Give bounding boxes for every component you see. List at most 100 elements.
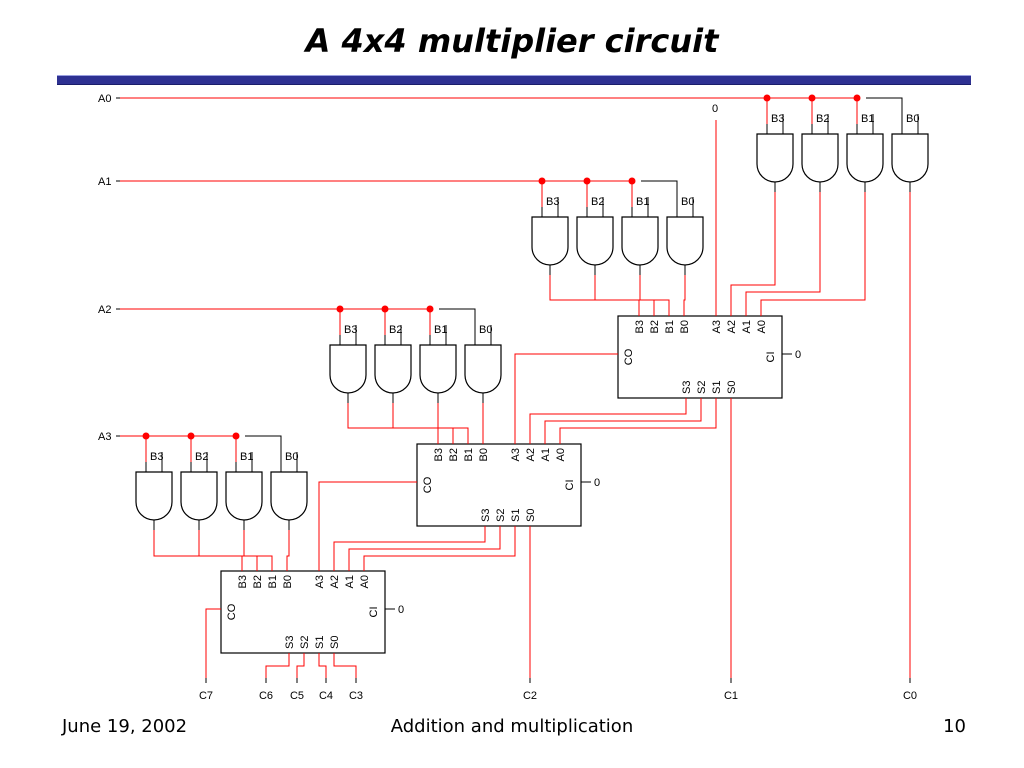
adder-pin-b3: B3	[634, 320, 646, 333]
adder-pin-b2: B2	[448, 448, 460, 461]
pp-wire	[594, 275, 655, 316]
input-label-a2: A2	[98, 304, 111, 316]
gate-label-b0: B0	[906, 113, 919, 125]
adder-pin-a2: A2	[329, 575, 341, 588]
ci-zero-label: 0	[594, 477, 600, 489]
adder-pin-b3: B3	[433, 448, 445, 461]
adder-block-3	[220, 570, 386, 654]
adder-block-1	[617, 315, 783, 399]
adder-pin-b0: B0	[478, 448, 490, 461]
adder-pin-a1: A1	[540, 448, 552, 461]
sum-wire	[559, 398, 717, 444]
and-gate	[225, 471, 263, 521]
gate-label-b0: B0	[681, 196, 694, 208]
output-label-c7: C7	[199, 690, 213, 702]
and-gate	[531, 216, 569, 266]
junction-dot	[336, 305, 344, 313]
adder-block-2	[416, 443, 582, 527]
junction-dot	[628, 177, 636, 185]
and-gate	[180, 471, 218, 521]
gate-a-input	[439, 308, 476, 335]
adder-pin-s1: S1	[711, 381, 723, 394]
and-gate	[329, 344, 367, 394]
adder1-a3-zero: 0	[712, 103, 718, 115]
junction-dot	[583, 177, 591, 185]
sum-wire	[529, 398, 687, 444]
adder-pin-b2: B2	[649, 320, 661, 333]
gate-label-b1: B1	[434, 324, 447, 336]
adder-pin-ci: CI	[765, 352, 777, 363]
output-wire-c3	[333, 653, 357, 678]
gate-label-b2: B2	[195, 451, 208, 463]
gate-label-b2: B2	[389, 324, 402, 336]
output-label-c4: C4	[319, 690, 333, 702]
junction-dot	[187, 432, 195, 440]
adder-pin-a3: A3	[711, 320, 723, 333]
adder-pin-a0: A0	[555, 448, 567, 461]
ci-zero-label: 0	[398, 604, 404, 616]
input-label-a1: A1	[98, 176, 111, 188]
gate-label-b1: B1	[861, 113, 874, 125]
footer-page-number: 10	[943, 716, 966, 737]
junction-dot	[763, 94, 771, 102]
and-gate	[464, 344, 502, 394]
junction-dot	[142, 432, 150, 440]
carry-wire	[318, 481, 417, 571]
and-gate	[801, 133, 839, 183]
input-label-a3: A3	[98, 431, 111, 443]
gate-label-b1: B1	[636, 196, 649, 208]
gate-label-b2: B2	[591, 196, 604, 208]
adder-pin-a3: A3	[314, 575, 326, 588]
adder-pin-b0: B0	[282, 575, 294, 588]
footer-center: Addition and multiplication	[390, 716, 634, 737]
gate-a-input	[245, 435, 282, 462]
adder-pin-ci: CI	[564, 480, 576, 491]
pp-wire	[745, 192, 821, 316]
adder-pin-b1: B1	[267, 575, 279, 588]
adder-pin-s1: S1	[510, 509, 522, 522]
adder-pin-co: CO	[422, 476, 434, 493]
gate-label-b0: B0	[479, 324, 492, 336]
gate-a-input	[641, 180, 678, 207]
junction-dot	[853, 94, 861, 102]
slide-title: A 4x4 multiplier circuit	[305, 22, 719, 60]
output-label-c2: C2	[523, 690, 537, 702]
gate-label-b3: B3	[771, 113, 784, 125]
pp-wire	[639, 275, 670, 316]
adder-pin-ci: CI	[368, 607, 380, 618]
pp-wire	[153, 530, 243, 571]
adder-pin-s2: S2	[495, 509, 507, 522]
output-label-c6: C6	[259, 690, 273, 702]
pp-wire	[243, 530, 273, 571]
pp-wire	[286, 530, 290, 571]
title-rule	[57, 75, 971, 85]
junction-dot	[538, 177, 546, 185]
adder-pin-b1: B1	[664, 320, 676, 333]
adder-pin-s0: S0	[726, 381, 738, 394]
adder-pin-co: CO	[226, 603, 238, 620]
footer-date: June 19, 2002	[62, 716, 188, 737]
and-gate	[374, 344, 412, 394]
adder-pin-b0: B0	[679, 320, 691, 333]
adder-pin-a2: A2	[726, 320, 738, 333]
pp-wire	[198, 530, 258, 571]
pp-wire	[683, 275, 686, 316]
sum-wire	[363, 526, 516, 571]
carry-wire	[514, 353, 618, 444]
adder-pin-a1: A1	[344, 575, 356, 588]
output-wire-c7	[205, 608, 221, 678]
output-wire-c6	[265, 653, 290, 678]
and-gate	[756, 133, 794, 183]
adder-pin-s2: S2	[299, 636, 311, 649]
sum-wire	[544, 398, 702, 444]
ci-zero-label: 0	[795, 349, 801, 361]
and-gate	[846, 133, 884, 183]
and-gate	[666, 216, 704, 266]
adder-pin-s3: S3	[681, 381, 693, 394]
and-gate	[135, 471, 173, 521]
gate-label-b3: B3	[150, 451, 163, 463]
adder-pin-b3: B3	[237, 575, 249, 588]
junction-dot	[426, 305, 434, 313]
adder-pin-s3: S3	[480, 509, 492, 522]
